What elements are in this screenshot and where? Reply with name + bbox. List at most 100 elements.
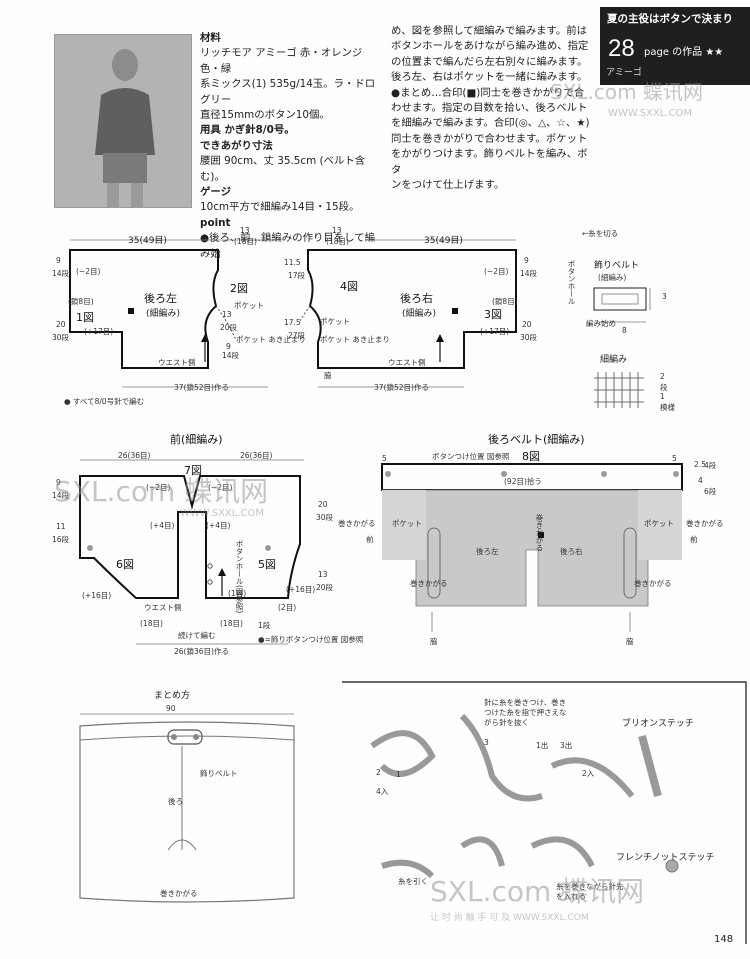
front-18-right: (18目)	[220, 619, 243, 628]
back-left-h3: 17.5	[284, 318, 301, 327]
stitch-wrap-note: 糸を巻きながら針先を入れる	[556, 882, 624, 901]
back-left-minus2: (−2目)	[76, 267, 101, 276]
back-left-fig1: 1図	[76, 311, 94, 324]
front-fig6: 6図	[116, 558, 134, 571]
front-plus4-left: (+4目)	[150, 521, 175, 530]
back-belt-r4: 6段	[704, 487, 717, 496]
stitch-bullion-title: ブリオンステッチ	[622, 719, 694, 729]
front-plus16-left: (+16目)	[82, 591, 112, 600]
back-left-plus8: (鎖8目)	[68, 297, 94, 306]
back-left-left-top: 9	[56, 256, 61, 265]
back-right-subtitle: (細編み)	[402, 309, 437, 319]
model-photo-figure	[55, 35, 191, 207]
back-left-width: 35(49目)	[128, 236, 167, 246]
back-left-top-right-sub: (18目)	[234, 237, 257, 246]
back-left-diagram	[69, 239, 272, 388]
deco-belt-w: 8	[622, 326, 627, 335]
back-right-right-20: 20	[522, 320, 532, 329]
materials-line: ゲージ	[200, 186, 231, 199]
back-left-left-mid: 20	[56, 320, 66, 329]
back-belt-wrap-bottom-left: 巻きかがる	[410, 579, 448, 588]
back-left-waist: ウエスト側	[158, 358, 196, 367]
front-r5: 1段	[258, 621, 271, 630]
front-l4: 16段	[52, 535, 70, 544]
back-left-h1: 11.5	[284, 258, 301, 267]
materials-block: 材料リッチモア アミーゴ 赤・オレンジ色・緑系ミックス(1) 535g/14玉。…	[200, 31, 380, 262]
back-belt-back-left: 後ろ左	[476, 547, 499, 556]
stitch-french-title: フレンチノットステッチ	[616, 853, 715, 863]
sc-chart-grid	[594, 372, 644, 408]
assembly-diagram	[79, 713, 295, 903]
back-left-plus17: (+17目)	[84, 327, 114, 336]
front-waist: ウエスト側	[144, 603, 182, 612]
assembly-wrap: 巻きかがる	[160, 889, 198, 898]
instructions-block: め、図を参照して細編みで編みます。前はボタンホールをあけながら編み進め、指定の位…	[391, 24, 591, 193]
page-number: 148	[714, 934, 734, 945]
materials-line: point	[200, 216, 231, 229]
front-minus2-right: (−2目)	[208, 483, 233, 492]
front-right-width: 26(36目)	[240, 451, 273, 460]
assembly-width: 90	[166, 704, 176, 713]
back-belt-front-right: 前	[690, 535, 698, 544]
header-brand: アミーゴ	[606, 68, 642, 78]
back-left-right-13: 13	[222, 310, 232, 319]
back-right-title: 後ろ右	[400, 292, 433, 305]
front-cont: 続けて編む	[178, 631, 216, 640]
sc-chart-note3: 1	[660, 392, 665, 401]
instructions-line: 後ろ左、右はポケットを一緒に編みます。	[391, 71, 588, 84]
back-left-fig2: 2図	[230, 282, 248, 295]
front-2: (2目)	[278, 603, 297, 612]
back-left-title: 後ろ左	[144, 292, 177, 305]
back-belt-r2: 4段	[704, 461, 717, 470]
back-belt-button-pos: ボタンつけ位置 図参照	[432, 452, 510, 461]
back-belt-left5: 5	[382, 454, 387, 463]
back-left-pocket: ポケット	[234, 301, 264, 310]
back-right-fig4: 4図	[340, 280, 358, 293]
stitch-s2in: 2入	[582, 769, 595, 778]
sc-chart-note2: 段	[660, 383, 668, 392]
stitch-pull: 糸を引く	[398, 877, 428, 886]
front-r1: 20	[318, 500, 328, 509]
back-left-pocket-stop: ポケット あき止まり	[236, 335, 306, 344]
back-belt-diagram	[380, 463, 684, 632]
deco-belt-buttonhole: ボタンホール	[567, 260, 576, 305]
back-right-top-left-sub: (18目)	[326, 237, 349, 246]
back-right-right-30: 30段	[520, 333, 538, 342]
back-belt-title: 後ろベルト(細編み)	[488, 433, 585, 446]
front-left-width: 26(36目)	[118, 451, 151, 460]
front-l2: 14段	[52, 491, 70, 500]
back-right-pocket-stop: ポケット あき止まり	[320, 335, 390, 344]
front-l1: 9	[56, 478, 61, 487]
back-right-bottom: 37(鎖52目)作る	[374, 383, 429, 392]
front-title: 前(細編み)	[170, 433, 223, 446]
stitch-s1: 1	[396, 770, 401, 779]
materials-line: 系ミックス(1) 535g/14玉。ラ・ドログリー	[200, 78, 376, 106]
instructions-line: わせます。指定の目数を拾い、後ろベルト	[391, 102, 588, 115]
stitch-s4: 4入	[376, 787, 389, 796]
back-right-pocket: ポケット	[320, 317, 350, 326]
assembly-deco: 飾りベルト	[200, 769, 238, 778]
back-belt-back-right: 後ろ右	[560, 547, 583, 556]
materials-line: リッチモア アミーゴ 赤・オレンジ色・緑	[200, 47, 363, 75]
deco-belt-start: 編み始め	[586, 319, 616, 328]
materials-line: できあがり寸法	[200, 139, 273, 152]
deco-belt-h: 3	[662, 292, 667, 301]
sc-chart-note4: 模様	[660, 403, 675, 412]
back-left-right-20: 20段	[220, 323, 238, 332]
back-belt-r1: 2.5	[694, 460, 706, 469]
materials-line: 直径15mmのボタン10個。	[200, 109, 330, 122]
back-belt-side-right: 脇	[626, 637, 634, 646]
back-right-diagram	[300, 239, 517, 388]
sc-chart-note1: 2	[660, 372, 665, 381]
sc-chart-title: 細編み	[600, 355, 628, 365]
instructions-line: 同士を巻きかがりで合わせます。ポケット	[391, 132, 588, 145]
stitch-step1: 針に糸を巻きつけ、巻きつけた糸を指で押さえながら針を抜く	[484, 698, 567, 727]
back-right-minus2: (−2目)	[484, 267, 509, 276]
header-title: 夏の主役はボタンで決まり	[607, 13, 733, 25]
back-belt-front-left: 前	[366, 535, 374, 544]
front-buttonhole: ボタンホール(図参照)	[235, 540, 244, 614]
front-r3: 13	[318, 570, 328, 579]
back-belt-wrap-left: 巻きかがる	[338, 519, 376, 528]
front-fig7: 7図	[184, 464, 202, 477]
back-right-right-14: 14段	[520, 269, 538, 278]
